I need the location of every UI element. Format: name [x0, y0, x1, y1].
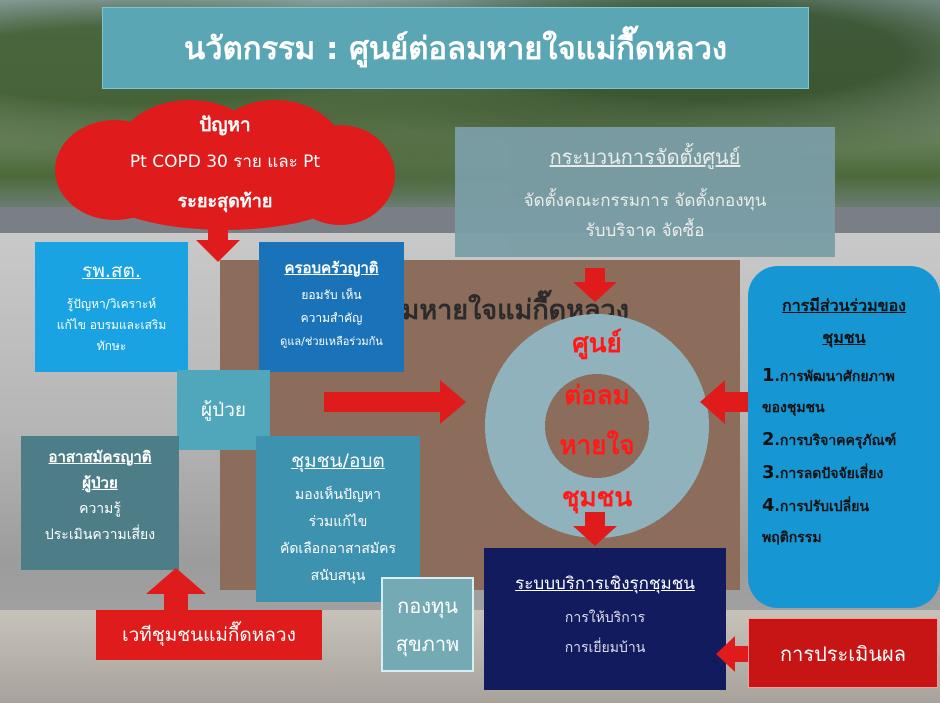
problem-cloud: ปัญหา Pt COPD 30 ราย และ Pt ระยะสุดท้าย: [55, 100, 395, 230]
forum-bar: เวทีชุมชนแม่กื๊ดหลวง: [96, 610, 322, 660]
community-line-2: ร่วมแก้ไข: [308, 514, 368, 530]
arrow-center-down: [573, 512, 617, 546]
participation-heading-1: การมีส่วนร่วมของ: [782, 296, 906, 315]
community-line-4: สนับสนุน: [310, 568, 366, 584]
arrow-from-participation: [700, 380, 748, 424]
center-line-2: ต่อลม: [564, 381, 630, 411]
hospital-line-2: แก้ไข อบรมและเสริม: [56, 318, 167, 332]
arrow-problem-down: [196, 228, 240, 262]
family-line-2: ความสำคัญ: [300, 311, 363, 325]
family-line-3: ดูแล/ช่วยเหลือร่วมกัน: [280, 335, 383, 348]
page-title: นวัตกรรม : ศูนย์ต่อลมหายใจแม่กื๊ดหลวง: [102, 7, 809, 89]
fund-box: กองทุน สุขภาพ: [381, 577, 474, 672]
community-line-3: คัดเลือกอาสาสมัคร: [279, 541, 397, 557]
participation-box: การมีส่วนร่วมของ ชุมชน 1.การพัฒนาศักยภาพ…: [748, 266, 940, 608]
family-box: ครอบครัวญาติ ยอมรับ เห็น ความสำคัญ ดูแล/…: [259, 242, 404, 372]
arrow-forum-up: [146, 568, 206, 610]
service-line-2: การเยี่ยมบ้าน: [564, 640, 646, 656]
fund-line-1: กองทุน: [397, 594, 458, 618]
center-line-1: ศูนย์: [572, 329, 622, 359]
volunteer-line-1: ความรู้: [79, 501, 121, 517]
hospital-line-3: ทักษะ: [96, 339, 127, 353]
hospital-box: รพ.สต. รู้ปัญหา/วิเคราะห์ แก้ไข อบรมและเ…: [35, 242, 188, 372]
fund-line-2: สุขภาพ: [395, 632, 460, 656]
community-line-1: มองเห็นปัญหา: [295, 487, 381, 503]
family-heading: ครอบครัวญาติ: [284, 259, 379, 277]
community-heading: ชุมชน/อบต: [291, 450, 385, 472]
participation-item-cont: พฤติกรรม: [762, 530, 822, 546]
participation-item: 3.การลดปัจจัยเสี่ยง: [762, 462, 884, 483]
family-line-1: ยอมรับ เห็น: [301, 288, 362, 302]
participation-item: 1.การพัฒนาศักยภาพ: [762, 365, 895, 386]
problem-line-1: Pt COPD 30 ราย และ Pt: [129, 152, 321, 172]
volunteer-box: อาสาสมัครญาติ ผู้ป่วย ความรู้ ประเมินควา…: [21, 436, 179, 570]
evaluation-box: การประเมินผล: [748, 618, 938, 688]
center-line-4: ชุมชน: [561, 483, 633, 513]
participation-heading-2: ชุมชน: [822, 328, 866, 347]
community-box: ชุมชน/อบต มองเห็นปัญหา ร่วมแก้ไข คัดเลือ…: [256, 436, 420, 602]
center-ring: [484, 313, 710, 539]
volunteer-line-2: ประเมินความเสี่ยง: [44, 527, 156, 543]
process-line-2: รับบริจาค จัดซื้อ: [585, 221, 705, 241]
arrow-process-down: [573, 268, 617, 302]
arrow-from-evaluation: [716, 636, 748, 672]
hospital-heading: รพ.สต.: [82, 260, 141, 282]
hospital-line-1: รู้ปัญหา/วิเคราะห์: [66, 297, 157, 311]
service-box: ระบบบริการเชิงรุกชุมชน การให้บริการ การเ…: [484, 548, 726, 690]
service-line-1: การให้บริการ: [564, 610, 646, 626]
problem-line-2: ระยะสุดท้าย: [177, 191, 273, 212]
service-heading: ระบบบริการเชิงรุกชุมชน: [515, 574, 695, 594]
participation-item-cont: ของชุมชน: [762, 400, 825, 416]
process-line-1: จัดตั้งคณะกรรมการ จัดตั้งกองทุน: [523, 191, 767, 211]
process-box: กระบวนการจัดตั้งศูนย์ จัดตั้งคณะกรรมการ …: [455, 127, 835, 257]
arrow-to-center: [324, 380, 466, 424]
participation-item: 2.การบริจาคครุภัณฑ์: [762, 429, 897, 450]
center-line-3: หายใจ: [559, 431, 635, 461]
participation-item: 4.การปรับเปลี่ยน: [762, 495, 870, 516]
process-heading: กระบวนการจัดตั้งศูนย์: [549, 145, 741, 169]
problem-heading: ปัญหา: [199, 114, 251, 136]
patient-box: ผู้ป่วย: [177, 370, 270, 450]
volunteer-heading-1: อาสาสมัครญาติ: [48, 448, 152, 466]
volunteer-heading-2: ผู้ป่วย: [82, 474, 118, 492]
